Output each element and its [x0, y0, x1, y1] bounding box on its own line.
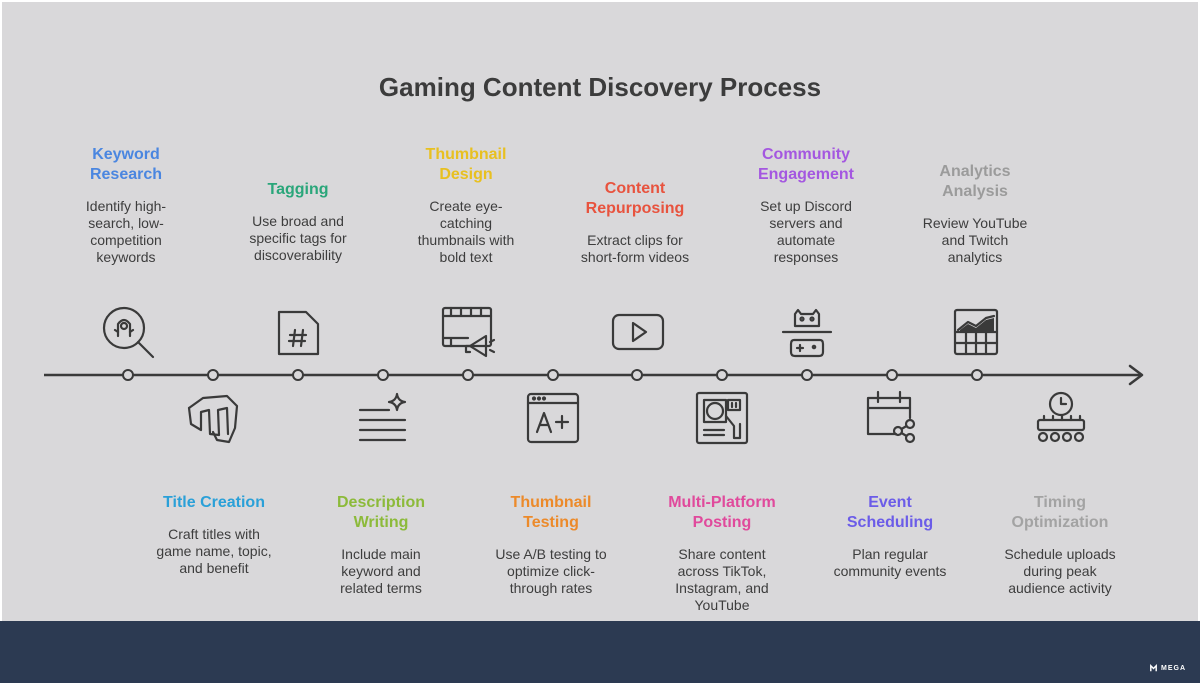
step-description: Include main keyword and related terms — [340, 546, 422, 596]
timeline-node — [377, 369, 389, 381]
step-description: Craft titles with game name, topic, and … — [156, 526, 272, 576]
step-heading: Event Scheduling — [846, 494, 934, 531]
timeline-node — [801, 369, 813, 381]
step-heading: Multi-Platform Posting — [668, 494, 776, 531]
mega-logo-icon — [1150, 664, 1157, 672]
step-description: Extract clips for short-form videos — [580, 232, 690, 265]
search-gamer-icon — [102, 306, 155, 359]
step-heading: Thumbnail Design — [425, 146, 507, 183]
brand-name: MEGA — [1161, 665, 1186, 672]
step-multi-platform-posting: Multi-Platform Posting Share content acr… — [649, 493, 795, 614]
step-description: Share content across TikTok, Instagram, … — [675, 546, 769, 613]
step-heading: Description Writing — [336, 494, 425, 531]
calendar-share-icon — [866, 390, 916, 444]
step-heading: Title Creation — [163, 494, 265, 511]
step-tagging: Tagging Use broad and specific tags for … — [228, 180, 368, 264]
page-title: Gaming Content Discovery Process — [378, 72, 822, 102]
ab-test-window-icon — [526, 392, 580, 444]
step-timing-optimization: Timing Optimization Schedule uploads dur… — [984, 493, 1136, 597]
timeline-arrowhead — [1128, 364, 1144, 386]
fist-icon — [187, 394, 239, 444]
step-keyword-research: Keyword Research Identify high- search, … — [56, 145, 196, 266]
timeline-node — [207, 369, 219, 381]
timeline-node — [716, 369, 728, 381]
step-description: Identify high- search, low- competition … — [85, 198, 167, 265]
video-play-icon — [611, 313, 665, 351]
step-description: Use A/B testing to optimize click- throu… — [495, 546, 607, 596]
step-thumbnail-testing: Thumbnail Testing Use A/B testing to opt… — [475, 493, 627, 597]
step-description: Create eye- catching thumbnails with bol… — [417, 198, 515, 265]
footer-bar: MEGA — [0, 621, 1200, 683]
step-description: Review YouTube and Twitch analytics — [922, 215, 1028, 265]
step-heading: Tagging — [267, 181, 329, 198]
multi-platform-icon — [695, 391, 749, 445]
step-analytics-analysis: Analytics Analysis Review YouTube and Tw… — [905, 162, 1045, 266]
bot-controller-icon — [781, 308, 833, 358]
step-event-scheduling: Event Scheduling Plan regular community … — [814, 493, 966, 580]
step-description: Plan regular community events — [833, 546, 947, 579]
step-content-repurposing: Content Repurposing Extract clips for sh… — [565, 179, 705, 266]
timeline-node — [122, 369, 134, 381]
timeline-node — [547, 369, 559, 381]
step-heading: Analytics Analysis — [939, 163, 1011, 200]
step-heading: Thumbnail Testing — [510, 494, 592, 531]
step-description-writing: Description Writing Include main keyword… — [311, 493, 451, 597]
timeline-node — [631, 369, 643, 381]
analytics-chart-icon — [953, 308, 999, 356]
step-thumbnail-design: Thumbnail Design Create eye- catching th… — [396, 145, 536, 266]
text-sparkle-icon — [358, 392, 407, 442]
timeline-nodes — [122, 369, 983, 381]
step-description: Set up Discord servers and automate resp… — [760, 198, 852, 265]
timeline-node — [886, 369, 898, 381]
step-description: Use broad and specific tags for discover… — [249, 213, 347, 263]
step-heading: Timing Optimization — [1011, 494, 1109, 531]
brand-logo: MEGA — [1149, 664, 1186, 673]
step-community-engagement: Community Engagement Set up Discord serv… — [736, 145, 876, 266]
step-description: Schedule uploads during peak audience ac… — [1004, 546, 1116, 596]
step-heading: Keyword Research — [89, 146, 163, 183]
timeline-node — [292, 369, 304, 381]
step-heading: Community Engagement — [757, 146, 854, 183]
diagram-canvas — [2, 2, 1198, 621]
timeline-node — [971, 369, 983, 381]
film-megaphone-icon — [441, 306, 496, 358]
clock-conveyor-icon — [1036, 391, 1086, 443]
step-heading: Content Repurposing — [585, 180, 685, 217]
timeline-node — [462, 369, 474, 381]
step-title-creation: Title Creation Craft titles with game na… — [136, 493, 292, 577]
hashtag-file-icon — [277, 310, 320, 356]
